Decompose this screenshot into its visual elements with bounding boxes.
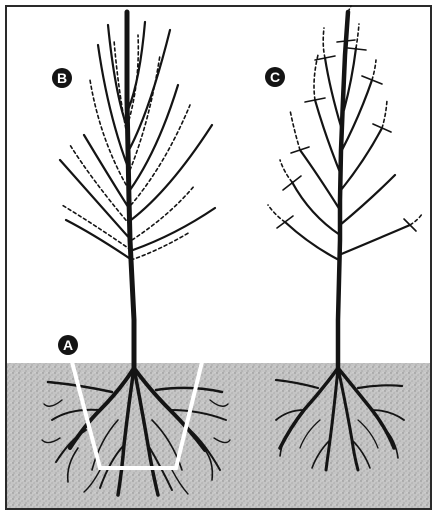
label-badge-b: B <box>52 68 72 88</box>
label-badge-c: C <box>265 67 285 87</box>
label-badge-a: A <box>58 335 78 355</box>
label-b: B <box>57 70 67 86</box>
label-a: A <box>63 337 73 353</box>
label-c: C <box>270 69 280 85</box>
